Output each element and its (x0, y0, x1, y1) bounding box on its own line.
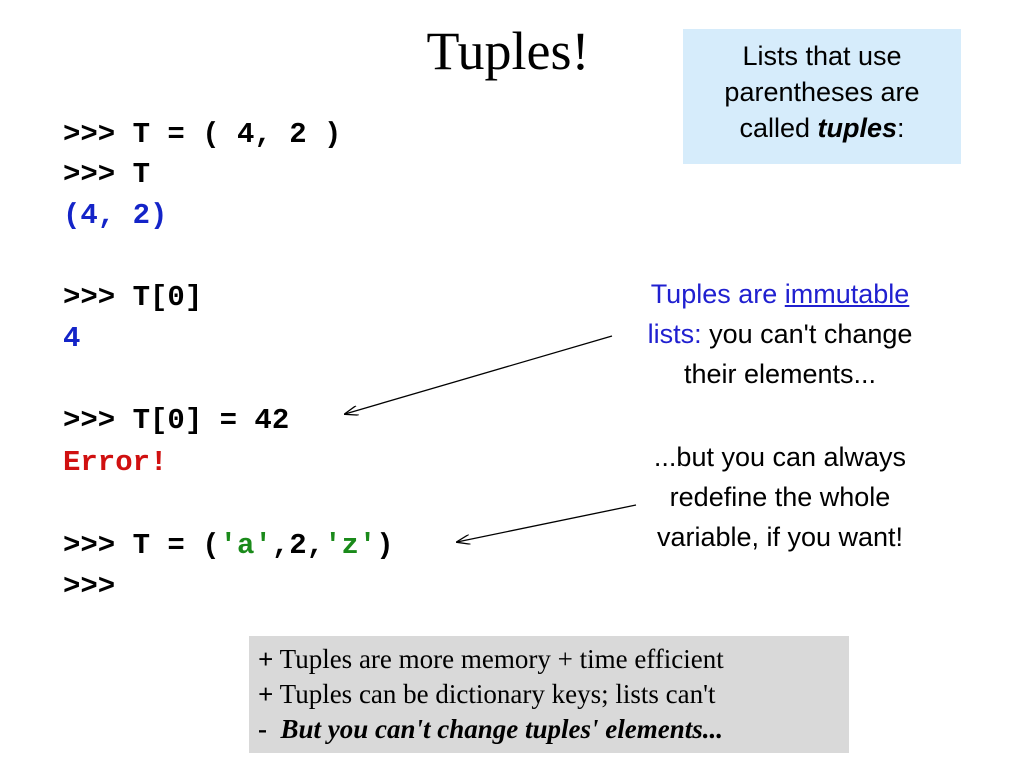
code-prompt: >>> (63, 570, 116, 603)
callout-line-3: called tuples: (683, 110, 961, 146)
code-line-show: >>> T (63, 158, 151, 191)
redefine-note-line-1: ...but you can always (653, 442, 907, 472)
immutable-note-line-2: lists: you can't change (620, 314, 940, 354)
code-string-z: 'z' (324, 529, 377, 562)
summary-text-2: Tuples can be dictionary keys; lists can… (273, 679, 716, 709)
summary-box: + Tuples are more memory + time efficien… (249, 636, 849, 753)
code-redefine-mid: ,2, (271, 529, 325, 562)
code-redefine-close: ) (376, 529, 394, 562)
redefine-note: ...but you can always redefine the whole… (620, 437, 940, 557)
code-output-tuple: (4, 2) (63, 199, 168, 232)
callout-prefix: called (739, 113, 818, 143)
immutable-note-lead: Tuples are (650, 279, 785, 309)
callout-term: tuples (817, 113, 898, 143)
callout-suffix: : (897, 113, 905, 143)
code-line-redefine: >>> T = ('a',2,'z') (63, 529, 394, 563)
summary-con-immutable: - But you can't change tuples' elements.… (258, 712, 849, 747)
code-line-assign: >>> T = ( 4, 2 ) (63, 118, 342, 151)
summary-text-1: Tuples are more memory + time efficient (273, 644, 724, 674)
summary-pro-efficiency: + Tuples are more memory + time efficien… (258, 642, 849, 677)
summary-pro-keys: + Tuples can be dictionary keys; lists c… (258, 677, 849, 712)
code-line-index: >>> T[0] (63, 281, 203, 314)
callout-line-2: parentheses are (724, 77, 920, 107)
immutable-note-rest: you can't change (701, 319, 913, 349)
redefine-note-line-2: redefine the whole (669, 482, 891, 512)
immutable-note-line-1: Tuples are immutable (620, 274, 940, 314)
code-redefine-prefix: >>> T = ( (63, 529, 220, 562)
callout-line-1: Lists that use (742, 41, 902, 71)
plus-symbol: + (258, 644, 274, 674)
summary-text-3: But you can't change tuples' elements... (280, 714, 724, 744)
immutable-link[interactable]: immutable (784, 279, 910, 309)
slide-title: Tuples! (426, 21, 590, 81)
code-string-a: 'a' (219, 529, 272, 562)
tuples-definition-callout: Lists that use parentheses are called tu… (683, 29, 961, 164)
code-output-element: 4 (63, 322, 81, 355)
arrow-to-redefine-line (457, 504, 637, 542)
immutable-note-lists: lists: (647, 319, 702, 349)
plus-symbol: + (258, 679, 274, 709)
minus-symbol: - (258, 714, 267, 744)
code-output-error: Error! (63, 446, 168, 479)
immutable-note: Tuples are immutable lists: you can't ch… (620, 274, 940, 394)
code-line-modify: >>> T[0] = 42 (63, 404, 290, 437)
redefine-note-line-3: variable, if you want! (656, 522, 904, 552)
immutable-note-line-3: their elements... (683, 359, 877, 389)
arrow-to-modify-line (345, 335, 613, 414)
